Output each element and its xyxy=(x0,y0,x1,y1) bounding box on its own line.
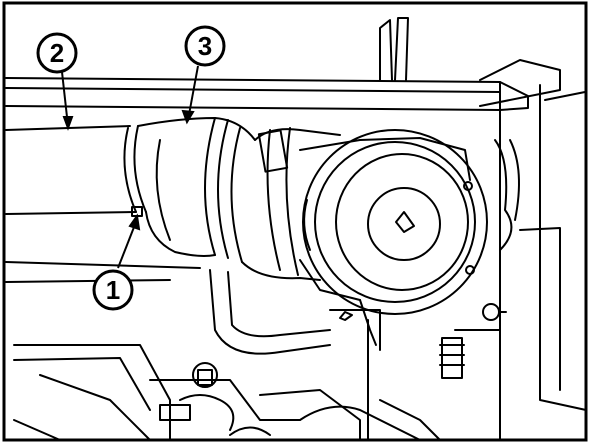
leader-line-1 xyxy=(117,221,137,269)
leader-arrow-2 xyxy=(62,116,74,131)
rubber-hose-elbow xyxy=(137,117,256,263)
callout-2: 2 xyxy=(36,32,78,74)
callout-3-label: 3 xyxy=(198,31,212,61)
callout-3: 3 xyxy=(184,25,226,67)
callout-2-label: 2 xyxy=(50,38,64,68)
engine-components xyxy=(13,344,441,441)
leader-arrow-3 xyxy=(181,109,195,125)
right-side-bracket xyxy=(479,59,587,441)
upper-frame-rail xyxy=(5,17,529,111)
air-cleaner-housing xyxy=(241,127,471,301)
lower-bracket xyxy=(209,269,501,441)
callout-1: 1 xyxy=(92,269,134,311)
leader-arrow-1 xyxy=(128,213,141,231)
hose-clamp xyxy=(123,125,147,217)
callout-1-label: 1 xyxy=(106,275,120,305)
air-cleaner-end-cap xyxy=(302,129,488,315)
